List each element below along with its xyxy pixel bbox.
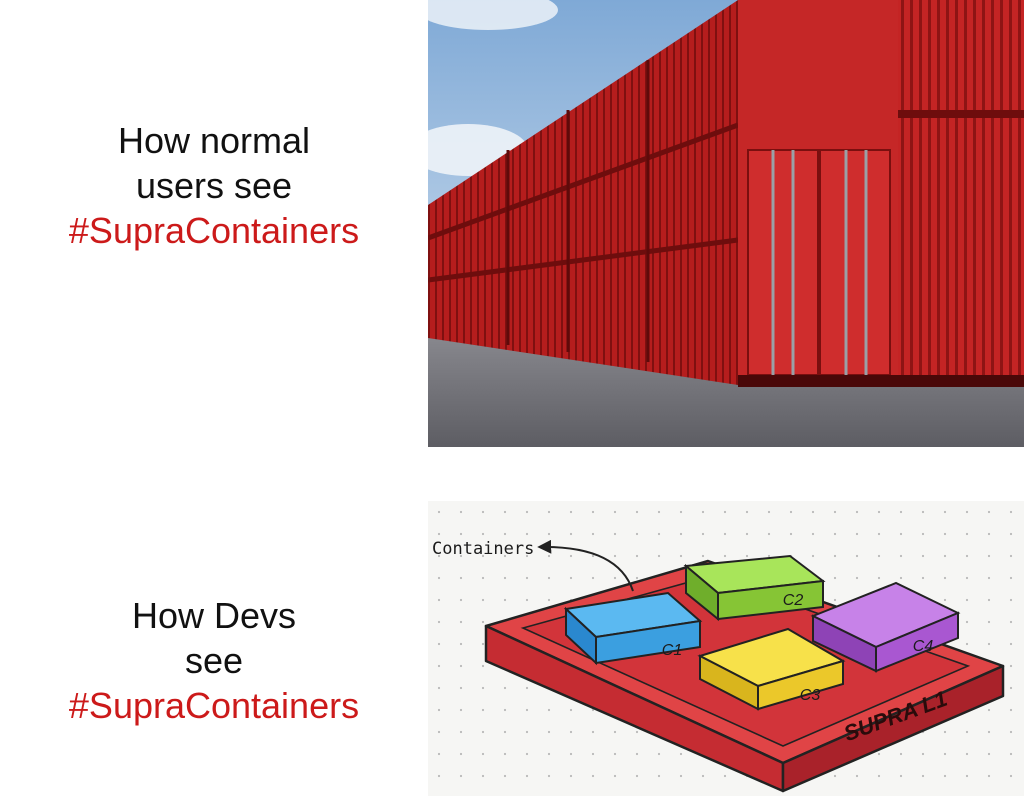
bottom-caption: How Devs see #SupraContainers (0, 593, 428, 728)
supra-l1-illustration: SUPRA L1 C2 C1 C4 C3 (428, 501, 1024, 796)
container-c3-label: C3 (800, 687, 821, 704)
bottom-caption-line-1: How Devs (131, 595, 297, 636)
supra-l1-sketch: SUPRA L1 C2 C1 C4 C3 (428, 501, 1024, 796)
top-caption: How normal users see #SupraContainers (0, 118, 428, 253)
container-c4 (810, 581, 961, 673)
top-caption-line-1: How normal (117, 120, 311, 161)
container-c1-label: C1 (662, 642, 682, 659)
container-c2-label: C2 (783, 592, 804, 609)
container-c2 (683, 554, 826, 622)
container-c1 (563, 591, 703, 666)
containers-arrow-label: Containers (432, 539, 534, 559)
containers-arrow (537, 539, 634, 592)
container-c3 (697, 627, 846, 711)
shipping-containers-illustration (428, 0, 1024, 447)
top-caption-line-2: users see (135, 165, 293, 206)
shipping-containers-photo (428, 0, 1024, 447)
bottom-caption-line-2: see (184, 640, 244, 681)
bottom-caption-hashtag: #SupraContainers (68, 685, 360, 726)
container-c4-label: C4 (913, 638, 934, 655)
top-caption-hashtag: #SupraContainers (68, 210, 360, 251)
